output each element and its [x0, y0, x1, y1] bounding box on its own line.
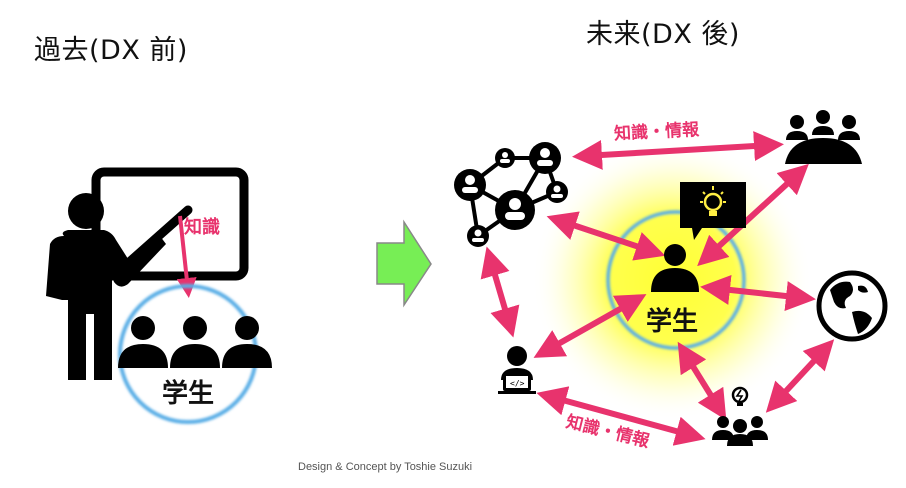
past-title: 過去(DX 前)	[34, 35, 188, 66]
credit-text: Design & Concept by Toshie Suzuki	[298, 461, 473, 473]
students-icon	[118, 316, 272, 368]
svg-text:</>: </>	[510, 379, 525, 388]
arrow-network-meeting	[572, 131, 784, 170]
arrow-student-world	[700, 275, 816, 311]
future-scene: 知識・情報 知識・情報	[454, 110, 888, 452]
arrow-developer-team	[536, 386, 706, 446]
arrow-meeting-student	[697, 163, 809, 267]
globe-icon	[816, 270, 888, 342]
team-lightbulb-icon	[712, 386, 768, 446]
student-icon	[651, 244, 699, 292]
transition-arrow-icon	[376, 219, 432, 308]
arrow-network-student	[546, 211, 666, 261]
arrow-developer-student	[533, 294, 647, 358]
future-title: 未来(DX 後)	[586, 19, 740, 50]
arrow-network-developer	[480, 246, 520, 338]
past-student-label: 学生	[162, 378, 214, 409]
future-bottom-arrow-label: 知識・情報	[563, 411, 652, 452]
future-top-arrow-label: 知識・情報	[613, 119, 701, 145]
future-student-label: 学生	[646, 306, 698, 337]
network-people-icon	[454, 142, 568, 247]
teacher-icon	[46, 193, 193, 380]
past-arrow-label: 知識	[184, 216, 220, 238]
past-scene: 知識 学生	[46, 167, 272, 424]
meeting-table-icon	[785, 110, 862, 164]
future-arrows	[480, 131, 835, 446]
arrow-student-team	[677, 341, 727, 421]
developer-laptop-icon: </>	[498, 346, 536, 394]
lightbulb-speech-icon	[680, 182, 746, 240]
past-knowledge-arrow	[176, 215, 197, 298]
arrow-world-team	[765, 339, 835, 413]
